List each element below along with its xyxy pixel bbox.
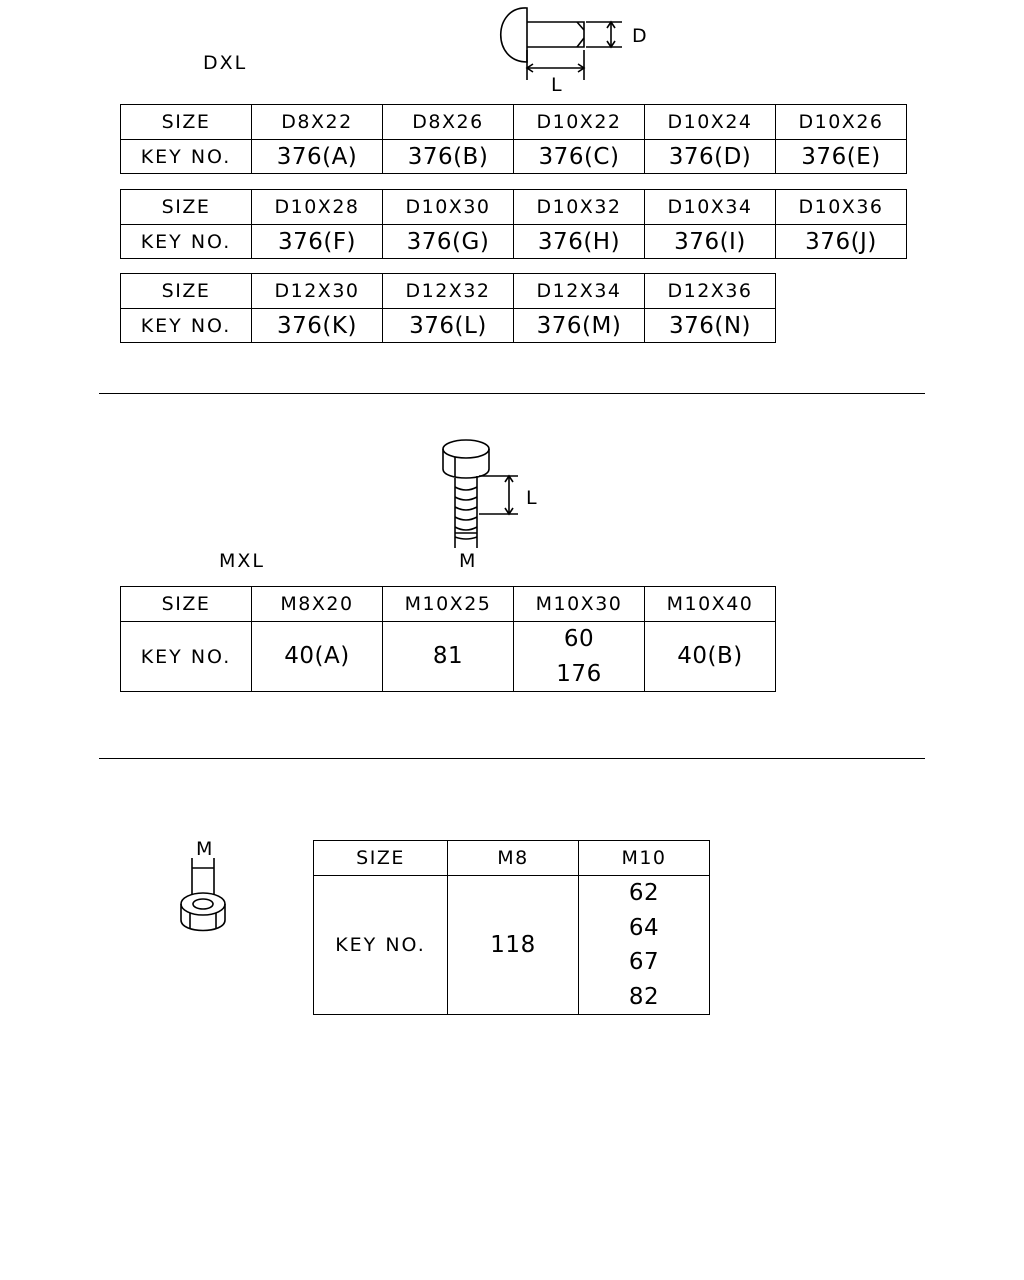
key-cell: 40(A) xyxy=(251,621,383,692)
rivet-key-table-1: SIZE D8X22 D8X26 D10X22 D10X24 D10X26 KE… xyxy=(120,104,907,174)
size-cell: D10X26 xyxy=(775,104,907,140)
key-cell: 376(E) xyxy=(775,139,907,174)
size-cell: D10X24 xyxy=(644,104,776,140)
size-cell: M8X20 xyxy=(251,586,383,622)
size-cell: M10X30 xyxy=(513,586,645,622)
key-cell: 376(D) xyxy=(644,139,776,174)
table-row: SIZE M8 M10 xyxy=(313,840,710,876)
size-cell: D10X30 xyxy=(382,189,514,225)
bolt-dim-m-label: M xyxy=(459,550,478,572)
rivet-key-table-3: SIZE D12X30 D12X32 D12X34 D12X36 KEY NO.… xyxy=(120,273,776,343)
size-cell: D10X34 xyxy=(644,189,776,225)
key-cell: 62 64 67 82 xyxy=(578,875,710,1015)
table-row: SIZE D10X28 D10X30 D10X32 D10X34 D10X36 xyxy=(120,189,907,225)
nut-dim-m-label: M xyxy=(196,838,215,860)
size-header: SIZE xyxy=(120,189,252,225)
key-cell: 376(J) xyxy=(775,224,907,259)
size-cell: D12X30 xyxy=(251,273,383,309)
key-cell: 376(B) xyxy=(382,139,514,174)
size-cell: D12X34 xyxy=(513,273,645,309)
size-cell: M8 xyxy=(447,840,579,876)
bolt-key-table: SIZE M8X20 M10X25 M10X30 M10X40 KEY NO. … xyxy=(120,586,776,692)
size-cell: M10X40 xyxy=(644,586,776,622)
rivet-dim-l-label: L xyxy=(551,74,564,96)
key-no-header: KEY NO. xyxy=(120,139,252,174)
key-cell: 376(I) xyxy=(644,224,776,259)
section-divider xyxy=(99,758,925,759)
key-no-header: KEY NO. xyxy=(120,621,252,692)
size-header: SIZE xyxy=(313,840,448,876)
key-cell: 81 xyxy=(382,621,514,692)
rivet-key-table-2: SIZE D10X28 D10X30 D10X32 D10X34 D10X36 … xyxy=(120,189,907,259)
bolt-section-label: MXL xyxy=(219,550,265,572)
key-value: 64 xyxy=(628,914,660,941)
table-row: KEY NO. 376(A) 376(B) 376(C) 376(D) 376(… xyxy=(120,139,907,174)
key-value: 67 xyxy=(628,949,660,975)
key-value: 62 xyxy=(628,880,660,906)
key-cell: 376(C) xyxy=(513,139,645,174)
key-cell: 376(M) xyxy=(513,308,645,343)
key-cell: 376(H) xyxy=(513,224,645,259)
key-value: 176 xyxy=(556,660,602,687)
key-cell: 376(G) xyxy=(382,224,514,259)
rivet-drawing xyxy=(499,7,622,80)
size-cell: D8X26 xyxy=(382,104,514,140)
key-value: 40(A) xyxy=(284,643,350,670)
section-divider xyxy=(99,393,925,394)
key-value: 118 xyxy=(490,931,536,958)
key-value: 81 xyxy=(432,643,464,670)
key-cell: 40(B) xyxy=(644,621,776,692)
key-no-header: KEY NO. xyxy=(313,875,448,1015)
size-header: SIZE xyxy=(120,586,252,622)
table-row: KEY NO. 40(A) 81 60 176 40(B) xyxy=(120,621,776,692)
table-row: KEY NO. 376(F) 376(G) 376(H) 376(I) 376(… xyxy=(120,224,907,259)
size-cell: D10X28 xyxy=(251,189,383,225)
table-row: KEY NO. 118 62 64 67 82 xyxy=(313,875,710,1015)
size-cell: D10X32 xyxy=(513,189,645,225)
table-row: SIZE D8X22 D8X26 D10X22 D10X24 D10X26 xyxy=(120,104,907,140)
key-cell: 376(A) xyxy=(251,139,383,174)
nut-key-table: SIZE M8 M10 KEY NO. 118 62 64 67 82 xyxy=(313,840,710,1015)
rivet-section-label: DXL xyxy=(203,52,248,74)
key-cell: 376(N) xyxy=(644,308,776,343)
size-cell: D10X36 xyxy=(775,189,907,225)
rivet-dim-d-label: D xyxy=(632,25,649,47)
key-value: 60 xyxy=(563,626,595,652)
key-value: 82 xyxy=(628,983,660,1010)
key-no-header: KEY NO. xyxy=(120,308,252,343)
bolt-dim-l-label: L xyxy=(526,487,539,509)
table-row: KEY NO. 376(K) 376(L) 376(M) 376(N) xyxy=(120,308,776,343)
key-value: 40(B) xyxy=(677,643,743,670)
bolt-drawing xyxy=(442,439,518,548)
key-cell: 118 xyxy=(447,875,579,1015)
size-cell: M10 xyxy=(578,840,710,876)
key-cell: 376(F) xyxy=(251,224,383,259)
key-no-header: KEY NO. xyxy=(120,224,252,259)
size-cell: D12X36 xyxy=(644,273,776,309)
nut-drawing xyxy=(180,858,226,932)
